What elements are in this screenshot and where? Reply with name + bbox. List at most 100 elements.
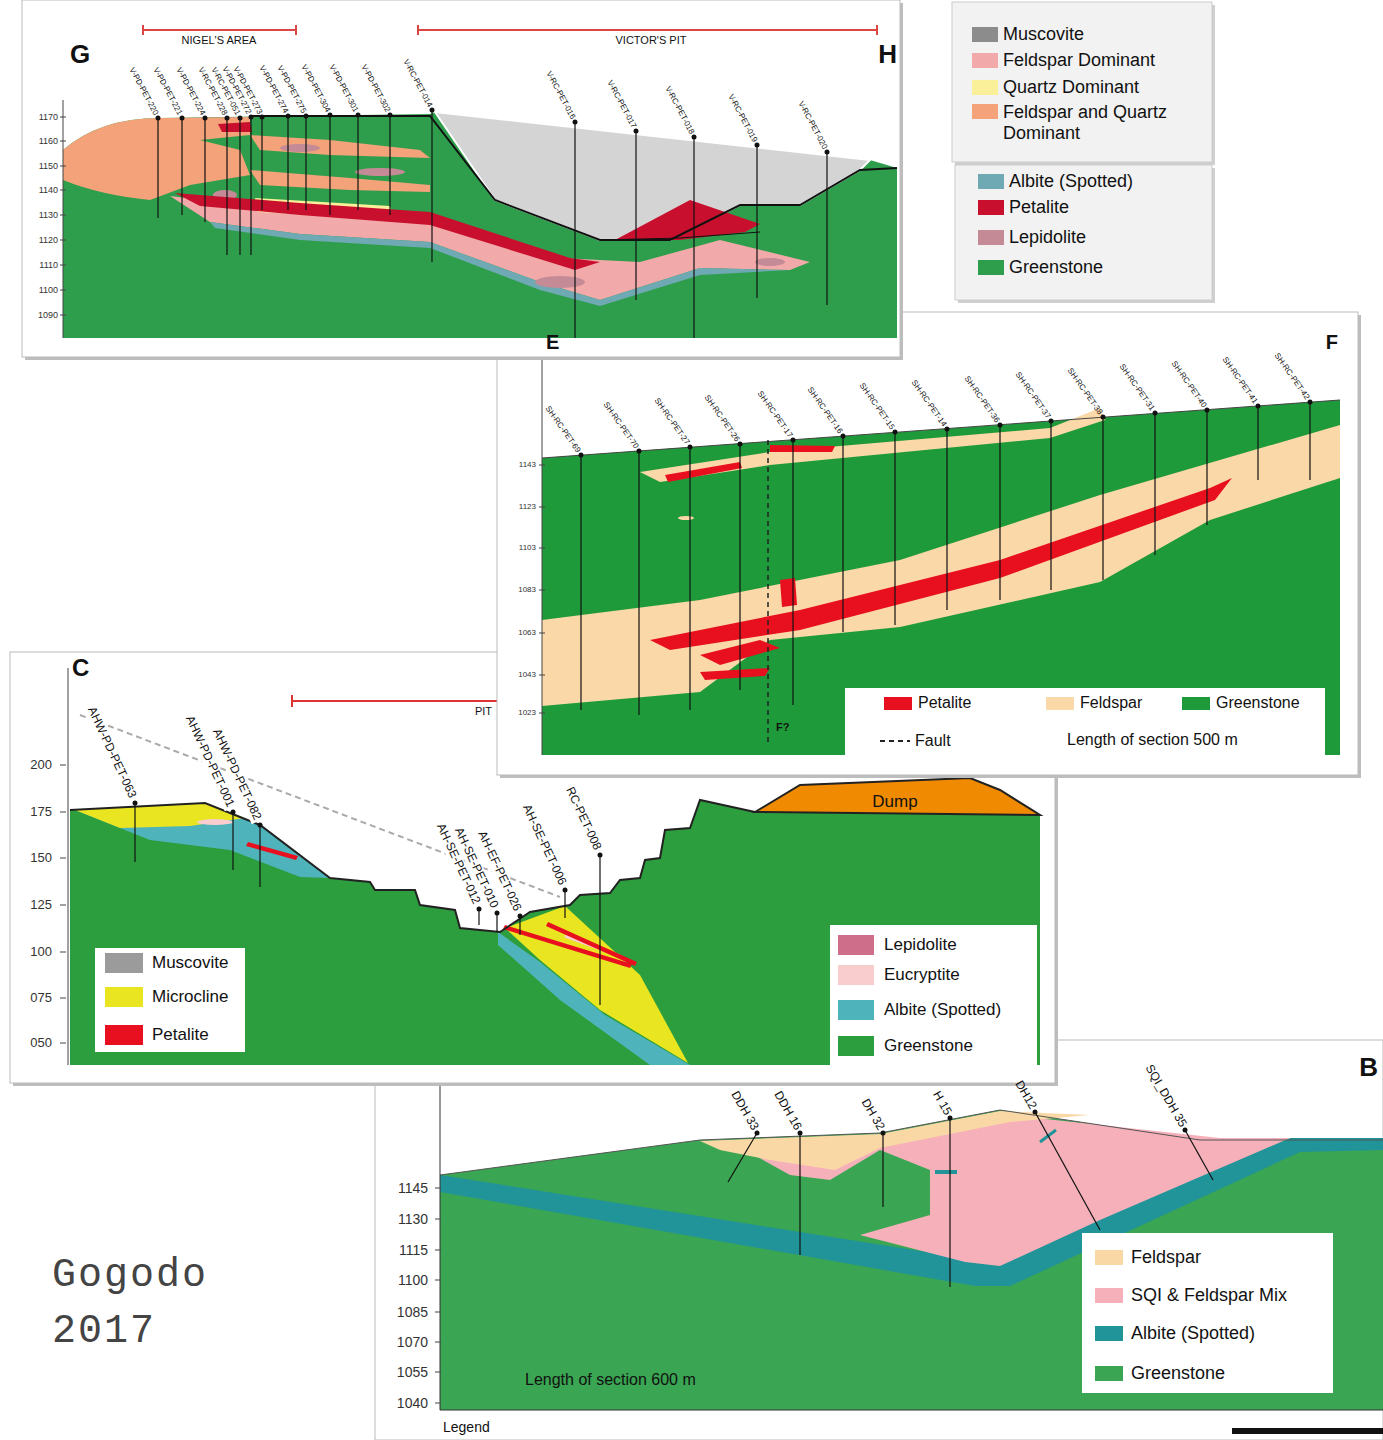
drillhole-collar (388, 113, 393, 118)
legend-text: Feldspar and Quartz Dominant (1003, 102, 1198, 143)
drillhole-trace (519, 916, 520, 935)
elevation-label: 1100 (398, 1272, 428, 1288)
drillhole-trace (181, 118, 182, 215)
legend-text: Petalite (918, 694, 971, 712)
credit-caption: Gogodo 2017 (52, 1248, 242, 1360)
greenstone (542, 400, 1340, 755)
drillhole-collar (430, 108, 435, 113)
drillhole-collar (598, 853, 603, 858)
panel-frame (497, 312, 1358, 775)
legend-text: SQI & Feldspar Mix (1131, 1285, 1287, 1306)
legend-text: Feldspar Dominant (1003, 50, 1155, 71)
drillhole-collar (634, 129, 639, 134)
drillhole-collar (1205, 408, 1210, 413)
drillhole-collar (1308, 400, 1313, 405)
drillhole-collar (755, 143, 760, 148)
feldspar-band (640, 408, 1105, 482)
drillhole-trace (580, 455, 581, 710)
legend-box (955, 165, 1212, 300)
drillhole-collar (156, 116, 161, 121)
axis-tick (435, 1250, 441, 1251)
axis-line (63, 100, 64, 338)
axis-tick (60, 858, 66, 859)
axis-tick (60, 765, 66, 766)
drillhole-collar (573, 120, 578, 125)
drillhole-collar (1049, 419, 1054, 424)
pit-outline (70, 800, 755, 932)
legend-text: Albite (Spotted) (1009, 171, 1133, 192)
elevation-label: 075 (30, 991, 52, 1006)
axis-tick (60, 952, 66, 953)
pit-bracket (292, 700, 497, 702)
legend-text: Lepidolite (1009, 227, 1086, 248)
legend-line-sample (880, 738, 910, 744)
drillhole-collar (231, 810, 236, 815)
legend-text: Quartz Dominant (1003, 77, 1139, 98)
axis-tick (60, 166, 66, 167)
petalite-band (175, 193, 600, 270)
axis-tick (60, 1043, 66, 1044)
drillhole-trace (250, 117, 251, 255)
legend-text: Albite (Spotted) (1131, 1323, 1255, 1344)
pit-bracket (291, 695, 293, 707)
axis-tick (435, 1372, 441, 1373)
feldspar-body (542, 425, 1340, 706)
drillhole-trace (826, 152, 827, 305)
legend-swatch (972, 80, 998, 95)
drillhole-collar (945, 427, 950, 432)
fault-line (767, 440, 769, 745)
legend-swatch (105, 1025, 143, 1045)
petalite-lens (218, 122, 252, 132)
legend-swatch (838, 935, 874, 955)
scale-bar (1232, 1428, 1383, 1434)
elevation-label: 1085 (397, 1304, 428, 1320)
elevation-label: 200 (30, 758, 52, 773)
drillhole-collar (825, 150, 830, 155)
feldspar-quartz-band (250, 135, 430, 158)
legend-text: Feldspar (1080, 694, 1142, 712)
elevation-label: 1130 (39, 210, 58, 220)
drillhole-collar (477, 907, 482, 912)
dump (755, 778, 1040, 815)
legend-text: Feldspar (1131, 1247, 1201, 1268)
drillhole-collar (328, 113, 333, 118)
elevation-label: 1090 (38, 310, 58, 320)
drillhole-collar (249, 115, 254, 120)
petalite-lens (700, 668, 770, 680)
drillhole-collar (356, 113, 361, 118)
elevation-label: 1123 (519, 502, 536, 511)
axis-tick (435, 1312, 441, 1313)
drillhole-trace (949, 1118, 950, 1287)
drillhole-trace (157, 118, 158, 218)
legend-swatch (978, 230, 1004, 245)
section-letter: F? (776, 721, 789, 734)
drillhole-trace (882, 1133, 883, 1207)
drillhole-collar (260, 115, 265, 120)
drillhole-collar (893, 430, 898, 435)
drillhole-collar (998, 423, 1003, 428)
drillhole-collar (203, 116, 208, 121)
legend-box (845, 688, 1325, 755)
section-label: NIGEL'S AREA (182, 34, 257, 47)
drillhole-collar (180, 116, 185, 121)
elevation-label: 125 (30, 898, 52, 913)
legend-swatch (978, 174, 1004, 189)
section-letter: H (878, 40, 897, 70)
panel-frame (22, 0, 900, 357)
drillhole-trace (564, 890, 565, 918)
drillhole-trace (946, 429, 947, 610)
drillhole-collar (1153, 411, 1158, 416)
axis-tick (60, 315, 66, 316)
elevation-label: 150 (30, 851, 52, 866)
feldspar-lens (678, 516, 694, 520)
legend-text: Fault (915, 732, 951, 750)
drillhole-trace (599, 855, 600, 1005)
drillhole-collar (1033, 1110, 1038, 1115)
legend-swatch (838, 1036, 874, 1056)
drillhole-trace (232, 812, 233, 870)
elevation-label: 1043 (518, 670, 536, 679)
drillhole-collar (579, 453, 584, 458)
petalite-zone (650, 478, 1232, 650)
axis-line (440, 1060, 441, 1410)
